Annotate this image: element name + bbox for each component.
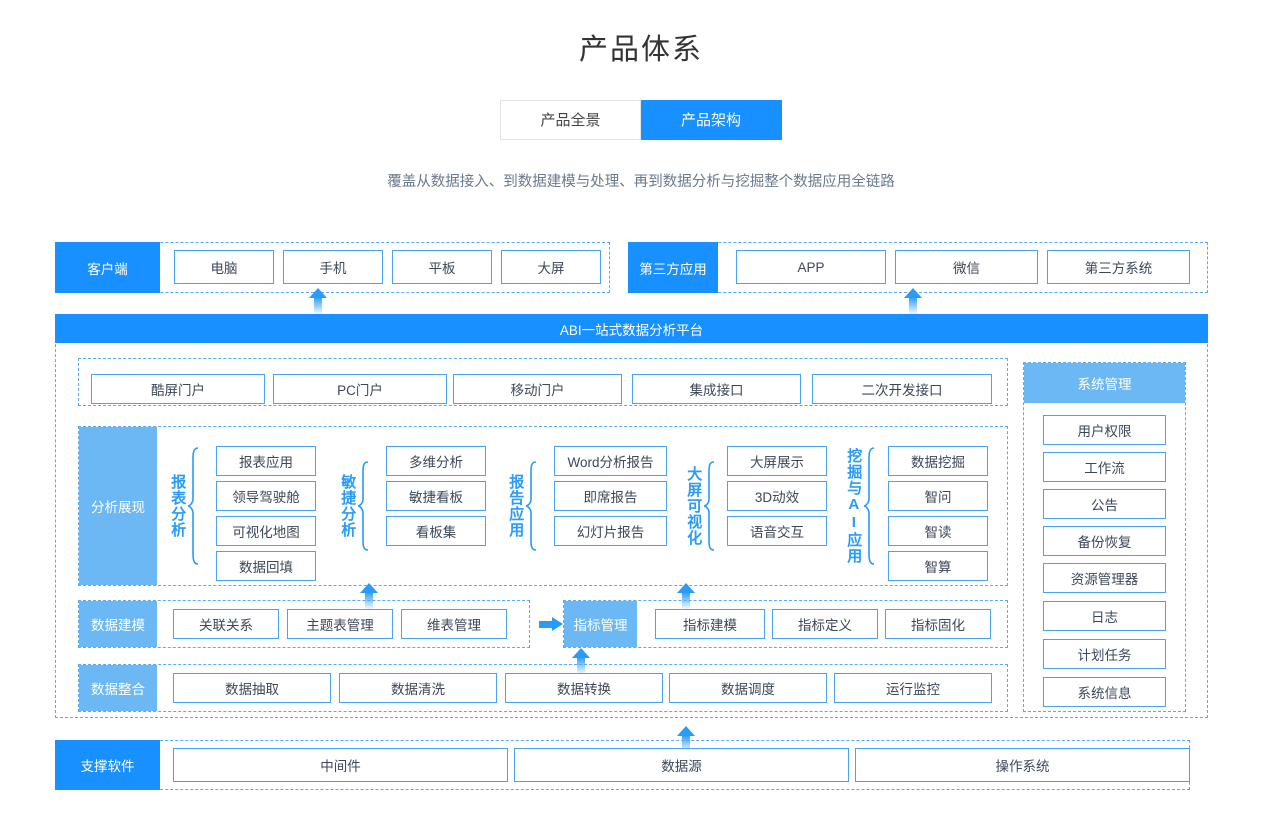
metric-item-definition[interactable]: 指标定义 — [772, 609, 878, 639]
system-management-container — [1023, 362, 1186, 712]
platform-banner: ABI一站式数据分析平台 — [55, 314, 1208, 343]
client-item-pc[interactable]: 电脑 — [174, 250, 274, 284]
third-party-item-external-system[interactable]: 第三方系统 — [1047, 250, 1190, 284]
modeling-item-relations[interactable]: 关联关系 — [173, 609, 279, 639]
support-item-middleware[interactable]: 中间件 — [173, 748, 508, 782]
analysis-section-container — [78, 426, 1008, 586]
analysis-item-smart-compute[interactable]: 智算 — [888, 551, 988, 581]
analysis-item-word-report[interactable]: Word分析报告 — [554, 446, 667, 476]
arrow-up-metric-icon — [572, 648, 590, 674]
portal-item-integration-api[interactable]: 集成接口 — [632, 374, 801, 404]
portal-item-sdk-api[interactable]: 二次开发接口 — [812, 374, 992, 404]
analysis-group-bigscreen-visual-label: 大屏可视化 — [685, 466, 703, 546]
arrow-up-third-party-icon — [904, 288, 922, 314]
integration-label: 数据整合 — [79, 665, 157, 711]
analysis-col-report-application: Word分析报告 即席报告 幻灯片报告 — [554, 446, 667, 546]
brace-icon — [525, 460, 537, 552]
arrow-up-client-icon — [309, 288, 327, 314]
brace-icon — [703, 460, 715, 552]
analysis-group-report-application: 报告应用 — [507, 460, 537, 552]
analysis-group-agile-analysis-label: 敏捷分析 — [339, 474, 357, 538]
integration-item-clean[interactable]: 数据清洗 — [339, 673, 497, 703]
system-item-user-permission[interactable]: 用户权限 — [1043, 415, 1166, 445]
arrow-up-support-icon — [677, 726, 695, 752]
system-item-log[interactable]: 日志 — [1043, 601, 1166, 631]
analysis-group-report-analysis: 报表分析 — [169, 444, 199, 568]
system-item-announcement[interactable]: 公告 — [1043, 489, 1166, 519]
analysis-item-agile-dashboard[interactable]: 敏捷看板 — [386, 481, 486, 511]
analysis-item-leader-cockpit[interactable]: 领导驾驶舱 — [216, 481, 316, 511]
system-item-backup-restore[interactable]: 备份恢复 — [1043, 526, 1166, 556]
platform-container — [55, 314, 1208, 718]
modeling-label: 数据建模 — [79, 601, 157, 647]
system-item-scheduled-task[interactable]: 计划任务 — [1043, 639, 1166, 669]
analysis-item-data-mining[interactable]: 数据挖掘 — [888, 446, 988, 476]
analysis-item-slide-report[interactable]: 幻灯片报告 — [554, 516, 667, 546]
integration-item-transform[interactable]: 数据转换 — [505, 673, 663, 703]
analysis-group-bigscreen-visual: 大屏可视化 — [685, 453, 715, 559]
modeling-item-dimension-table[interactable]: 维表管理 — [401, 609, 507, 639]
analysis-item-visual-map[interactable]: 可视化地图 — [216, 516, 316, 546]
system-item-system-info[interactable]: 系统信息 — [1043, 677, 1166, 707]
portal-item-mobile[interactable]: 移动门户 — [453, 374, 622, 404]
metric-label: 指标管理 — [564, 601, 637, 647]
analysis-group-agile-analysis: 敏捷分析 — [339, 460, 369, 552]
analysis-item-report-app[interactable]: 报表应用 — [216, 446, 316, 476]
support-row-label: 支撑软件 — [55, 740, 160, 790]
analysis-col-agile-analysis: 多维分析 敏捷看板 看板集 — [386, 446, 486, 546]
portal-item-cool-screen[interactable]: 酷屏门户 — [91, 374, 265, 404]
analysis-group-mining-ai-label: 挖掘与AI应用 — [845, 448, 863, 564]
analysis-item-data-backfill[interactable]: 数据回填 — [216, 551, 316, 581]
system-item-workflow[interactable]: 工作流 — [1043, 452, 1166, 482]
integration-item-extract[interactable]: 数据抽取 — [173, 673, 331, 703]
third-party-item-wechat[interactable]: 微信 — [895, 250, 1038, 284]
third-party-row-label: 第三方应用 — [628, 242, 718, 293]
modeling-left-container — [78, 600, 530, 648]
brace-icon — [187, 446, 199, 566]
integration-item-monitor[interactable]: 运行监控 — [834, 673, 992, 703]
analysis-group-mining-ai: 挖掘与AI应用 — [845, 444, 875, 568]
analysis-col-report-analysis: 报表应用 领导驾驶舱 可视化地图 数据回填 — [216, 446, 316, 581]
brace-icon — [357, 460, 369, 552]
metric-item-solidify[interactable]: 指标固化 — [885, 609, 991, 639]
analysis-col-mining-ai: 数据挖掘 智问 智读 智算 — [888, 446, 988, 581]
analysis-item-voice-interaction[interactable]: 语音交互 — [727, 516, 827, 546]
analysis-item-3d-animation[interactable]: 3D动效 — [727, 481, 827, 511]
arrow-right-metric-icon — [539, 617, 563, 631]
client-item-bigscreen[interactable]: 大屏 — [501, 250, 601, 284]
analysis-col-bigscreen-visual: 大屏展示 3D动效 语音交互 — [727, 446, 827, 546]
client-item-phone[interactable]: 手机 — [283, 250, 383, 284]
third-party-item-app[interactable]: APP — [736, 250, 886, 284]
analysis-item-dashboard-set[interactable]: 看板集 — [386, 516, 486, 546]
tab-product-architecture[interactable]: 产品架构 — [641, 100, 782, 140]
analysis-group-report-application-label: 报告应用 — [507, 474, 525, 538]
analysis-item-smart-read[interactable]: 智读 — [888, 516, 988, 546]
analysis-item-bigscreen-display[interactable]: 大屏展示 — [727, 446, 827, 476]
client-item-tablet[interactable]: 平板 — [392, 250, 492, 284]
analysis-item-multidim-analysis[interactable]: 多维分析 — [386, 446, 486, 476]
portal-row-container — [78, 358, 1008, 406]
metric-container — [563, 600, 1008, 648]
integration-item-schedule[interactable]: 数据调度 — [669, 673, 827, 703]
tab-product-overview[interactable]: 产品全景 — [500, 100, 641, 140]
modeling-item-subject-table[interactable]: 主题表管理 — [287, 609, 393, 639]
analysis-group-report-analysis-label: 报表分析 — [169, 474, 187, 538]
system-management-label: 系统管理 — [1024, 363, 1185, 403]
metric-item-modeling[interactable]: 指标建模 — [655, 609, 765, 639]
page-subtitle: 覆盖从数据接入、到数据建模与处理、再到数据分析与挖掘整个数据应用全链路 — [387, 174, 895, 190]
portal-item-pc[interactable]: PC门户 — [273, 374, 447, 404]
integration-container — [78, 664, 1008, 712]
system-item-resource-manager[interactable]: 资源管理器 — [1043, 563, 1166, 593]
client-row-label: 客户端 — [55, 242, 160, 293]
tab-bar: 产品全景 产品架构 — [0, 100, 1282, 140]
analysis-item-adhoc-report[interactable]: 即席报告 — [554, 481, 667, 511]
support-item-os[interactable]: 操作系统 — [855, 748, 1190, 782]
page-title: 产品体系 — [578, 34, 703, 66]
brace-icon — [863, 446, 875, 566]
analysis-section-label: 分析展现 — [79, 427, 157, 585]
analysis-item-smart-ask[interactable]: 智问 — [888, 481, 988, 511]
support-item-datasource[interactable]: 数据源 — [514, 748, 849, 782]
